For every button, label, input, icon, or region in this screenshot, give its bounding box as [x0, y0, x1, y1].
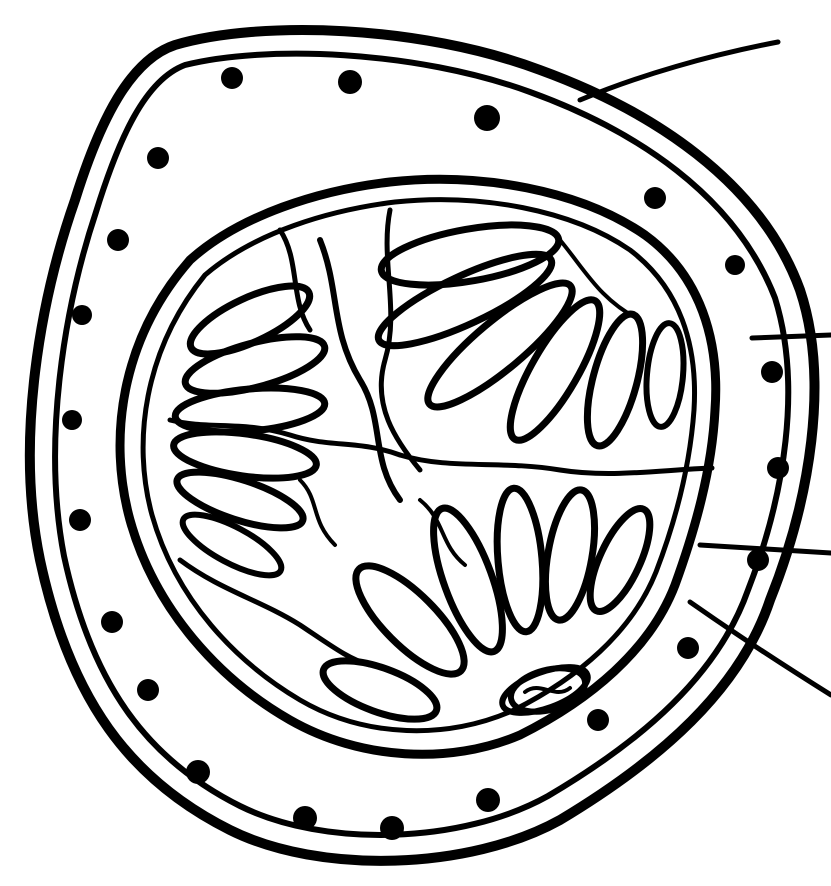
membrane-dot — [761, 361, 783, 383]
membrane-dot — [72, 305, 92, 325]
membrane-dot — [186, 760, 210, 784]
grana-upper-right — [369, 214, 688, 452]
membrane-dot — [644, 187, 666, 209]
membrane-dot — [293, 806, 317, 830]
membrane-dot — [62, 410, 82, 430]
membrane-dot — [380, 816, 404, 840]
membrane-dot — [221, 67, 243, 89]
membrane-dot — [474, 105, 500, 131]
membrane-dot — [767, 457, 789, 479]
membrane-dot — [587, 709, 609, 731]
membrane-dot — [677, 637, 699, 659]
membrane-dot — [101, 611, 123, 633]
leader-line-1 — [580, 42, 778, 100]
membrane-dot — [747, 549, 769, 571]
membrane-dot — [338, 70, 362, 94]
grana-lower — [316, 486, 662, 731]
membrane-dot — [147, 147, 169, 169]
membrane-dot — [476, 788, 500, 812]
membrane-dot — [137, 679, 159, 701]
membrane-dot — [107, 229, 129, 251]
leader-line-2 — [752, 335, 831, 338]
membrane-dot — [725, 255, 745, 275]
membrane-dot — [69, 509, 91, 531]
